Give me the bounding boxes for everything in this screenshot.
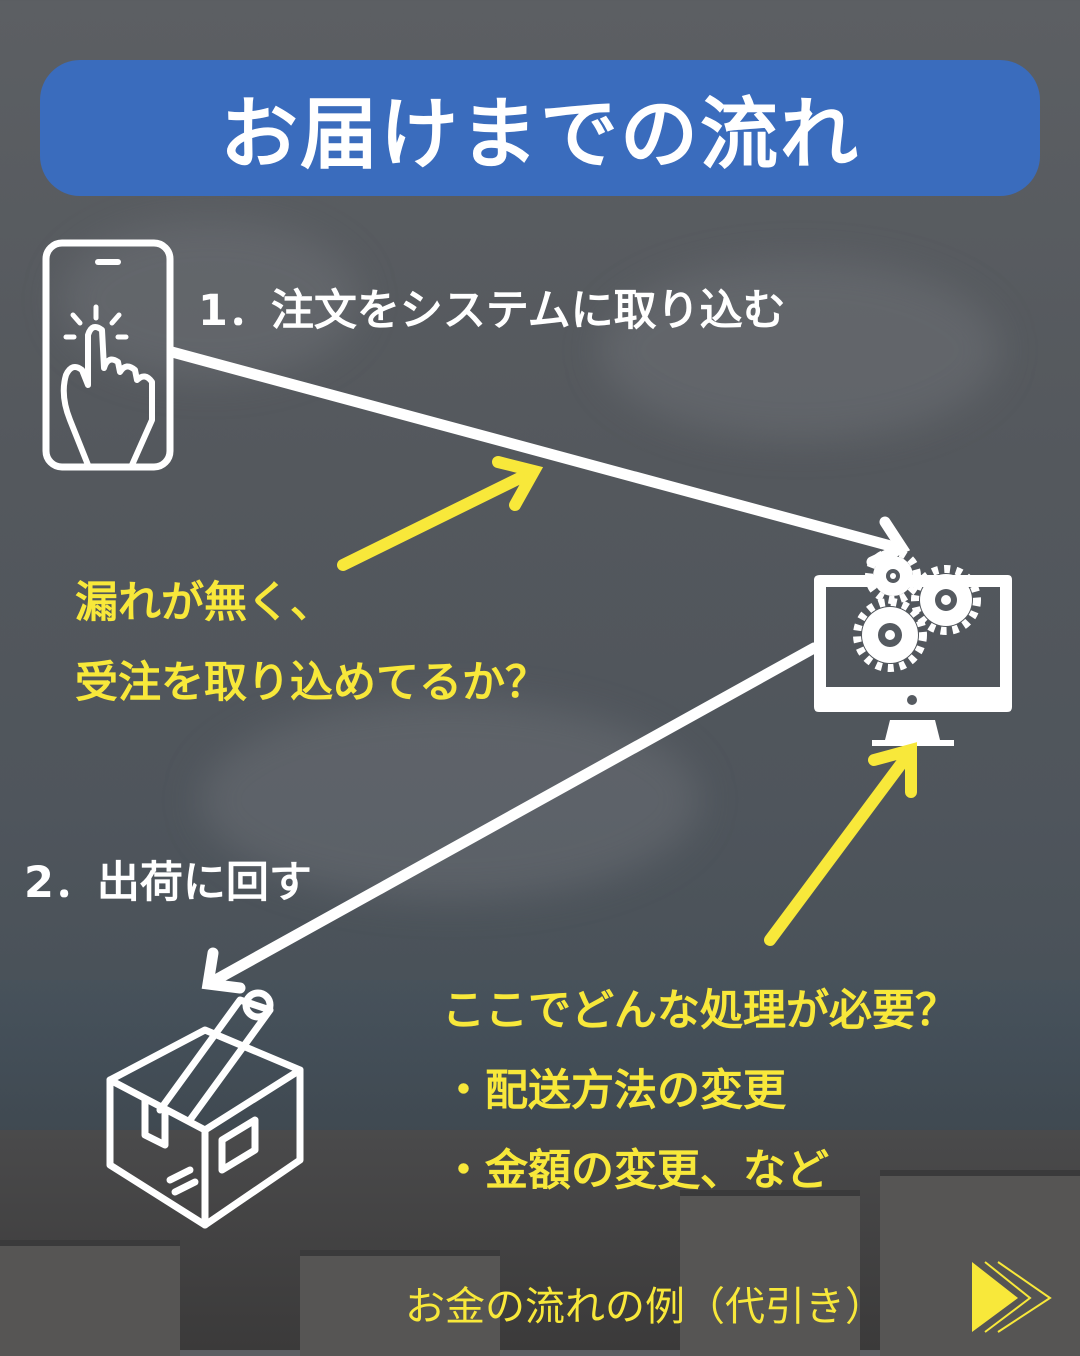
title-banner: お届けまでの流れ: [40, 60, 1040, 196]
background-house: [300, 1250, 500, 1356]
question-2-heading: ここでどんな処理が必要？: [442, 986, 958, 1036]
background-cloud: [600, 260, 1000, 440]
next-topic-link[interactable]: お金の流れの例（代引き）: [405, 1284, 885, 1330]
background-cloud: [60, 220, 360, 380]
next-page-icon[interactable]: [972, 1261, 1052, 1333]
question-1-line-1: 漏れが無く、: [75, 578, 333, 628]
flow-arrow-order-to-system: [166, 346, 911, 568]
computer-gears-icon: [814, 548, 1012, 746]
question-2-item: ・金額の変更、など: [442, 1146, 829, 1196]
yellow-pointer-arrow-2: [764, 742, 917, 946]
page-title: お届けまでの流れ: [219, 90, 860, 180]
flow-arrow-system-to-shipping: [201, 642, 820, 994]
background-cloud: [200, 700, 700, 900]
step-2-label: 2．出荷に回す: [24, 858, 312, 908]
background-house: [680, 1190, 860, 1356]
question-1-line-2: 受注を取り込めてるか？: [75, 658, 548, 708]
question-2-item: ・配送方法の変更: [442, 1066, 786, 1116]
yellow-pointer-arrow-1: [337, 456, 544, 571]
background-house: [0, 1240, 180, 1356]
step-1-label: 1．注文をシステムに取り込む: [198, 286, 786, 336]
package-box-icon: [106, 989, 304, 1229]
smartphone-tap-icon: [42, 239, 174, 471]
